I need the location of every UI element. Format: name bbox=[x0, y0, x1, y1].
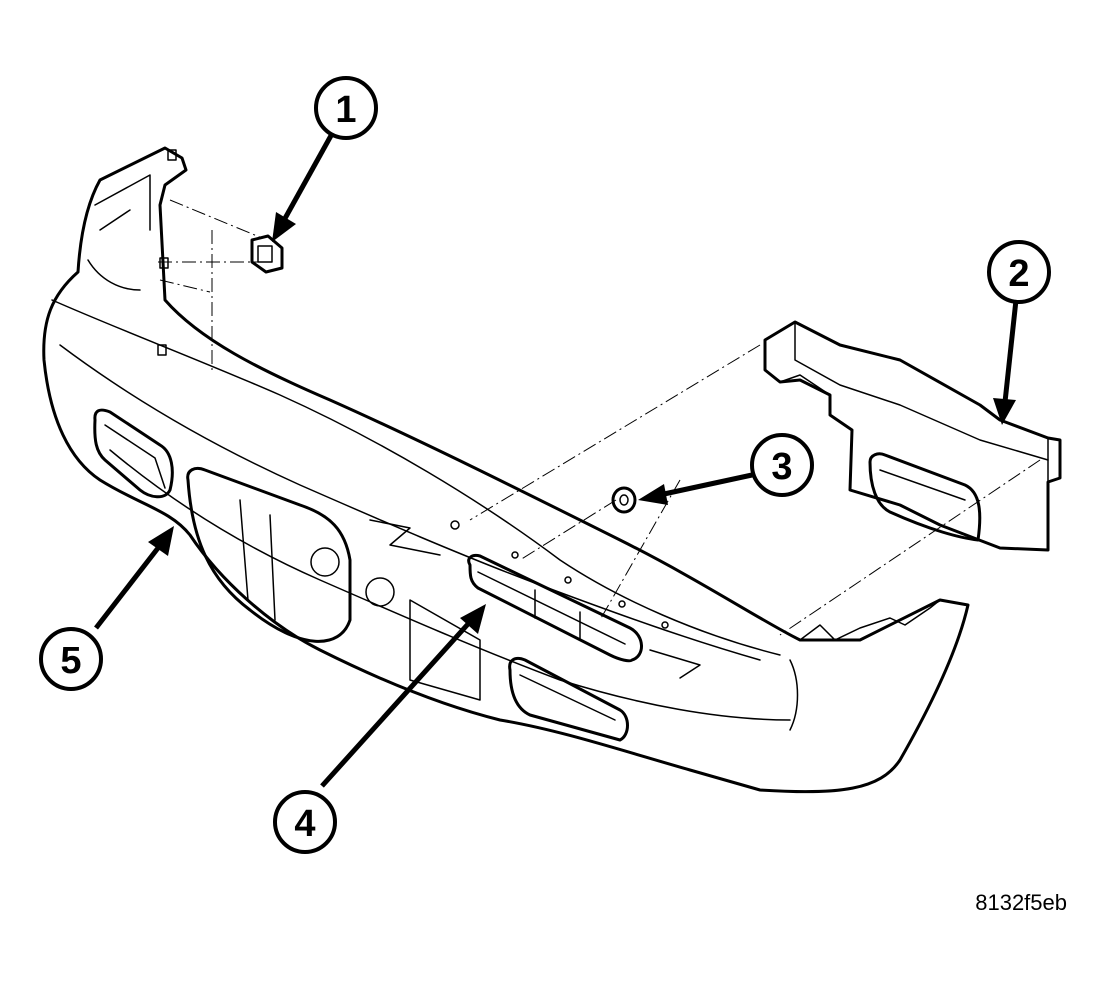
callout-2: 2 bbox=[987, 240, 1051, 304]
clip-part bbox=[157, 149, 284, 356]
arrow-5 bbox=[94, 546, 160, 630]
callout-1-label: 1 bbox=[335, 89, 356, 131]
assembly-lines bbox=[158, 199, 1041, 636]
energy-absorber bbox=[763, 320, 1062, 552]
callout-4-label: 4 bbox=[294, 803, 315, 845]
arrow-4 bbox=[320, 622, 470, 788]
leader-arrows bbox=[94, 130, 1019, 788]
callout-1: 1 bbox=[314, 76, 378, 140]
figure-id: 8132f5eb bbox=[975, 890, 1067, 915]
push-pin-retainer bbox=[611, 486, 637, 514]
callout-5-label: 5 bbox=[60, 640, 81, 682]
callout-4: 4 bbox=[273, 790, 337, 854]
license-plate-bracket bbox=[467, 554, 643, 663]
arrow-3 bbox=[663, 472, 753, 497]
bumper-fascia bbox=[42, 146, 970, 794]
callout-3-label: 3 bbox=[771, 446, 792, 488]
callout-2-label: 2 bbox=[1008, 253, 1029, 295]
callout-3: 3 bbox=[750, 433, 814, 497]
arrow-1 bbox=[280, 130, 336, 224]
callout-5: 5 bbox=[39, 627, 103, 691]
arrow-2 bbox=[1002, 299, 1019, 403]
